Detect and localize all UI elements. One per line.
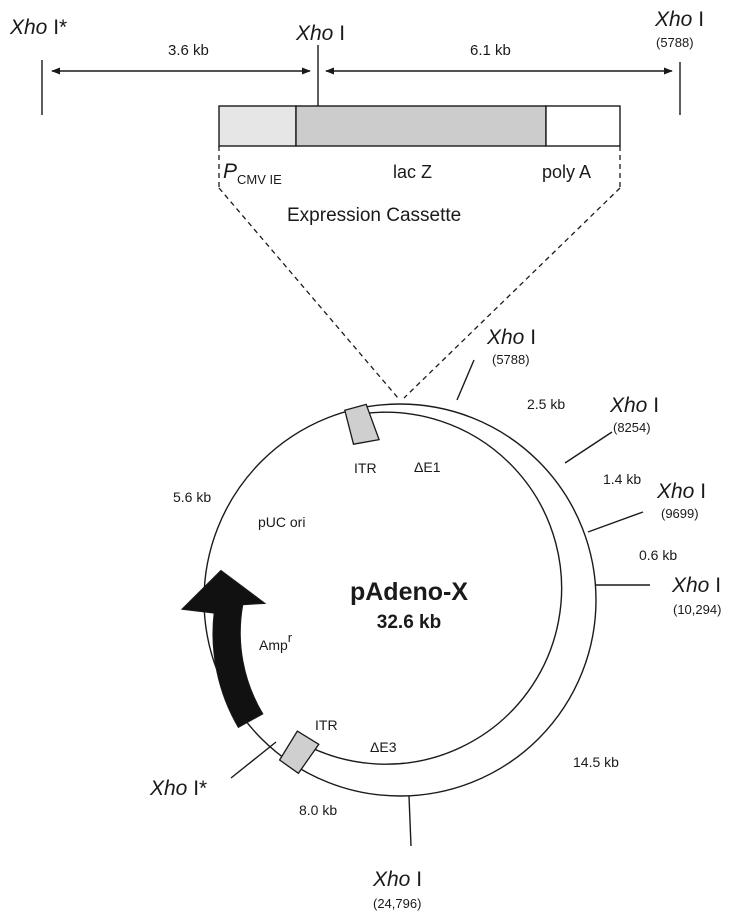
expression-cassette: 3.6 kb 6.1 kb Xho I* Xho I Xho I (5788) …: [9, 8, 704, 399]
feature-labels: ITR ΔE1 pUC ori Ampr ITR ΔE3: [258, 459, 441, 755]
promoter-label: PCMV IE: [223, 160, 282, 187]
distance-0-6: 0.6 kb: [639, 547, 677, 563]
site-label-10294: Xho I: [671, 574, 721, 597]
site-label-5788: Xho I: [486, 326, 536, 349]
cassette-site-label-left: Xho I*: [9, 16, 67, 39]
amp-resistance-arrow: [180, 569, 267, 729]
site-labels: Xho I (5788) Xho I (8254) Xho I (9699) X…: [149, 326, 721, 911]
distance-1-4: 1.4 kb: [603, 471, 641, 487]
amp-label: Ampr: [259, 630, 293, 653]
itr-top-label: ITR: [354, 460, 377, 476]
site-label-24796: Xho I: [372, 868, 422, 891]
site-position-9699: (9699): [661, 506, 699, 521]
site-label-9699: Xho I: [656, 480, 706, 503]
itr-bottom-label: ITR: [315, 717, 338, 733]
plasmid-title-group: pAdeno-X 32.6 kb: [350, 578, 468, 633]
delta-e1-label: ΔE1: [414, 459, 441, 475]
cassette-site-label-right: Xho I: [654, 8, 704, 31]
site-label-8254: Xho I: [609, 394, 659, 417]
plasmid-circle: [180, 403, 597, 797]
plasmid-size: 32.6 kb: [377, 612, 441, 633]
cassette-caption: Expression Cassette: [287, 205, 461, 226]
distance-8-0: 8.0 kb: [299, 802, 337, 818]
site-position-10294: (10,294): [673, 602, 721, 617]
site-position-8254: (8254): [613, 420, 651, 435]
itr-top-box: [344, 403, 380, 445]
site-tick-5788: [456, 359, 475, 401]
polya-label: poly A: [542, 162, 591, 182]
dashed-expansion-left: [218, 187, 399, 399]
puc-ori-label: pUC ori: [258, 514, 305, 530]
cassette-site-position-right: (5788): [656, 35, 694, 50]
site-position-5788: (5788): [492, 352, 530, 367]
cassette-site-label-mid: Xho I: [295, 22, 345, 45]
distance-2-5: 2.5 kb: [527, 396, 565, 412]
delta-e3-label: ΔE3: [370, 739, 397, 755]
adenoviral-backbone-arc: [301, 411, 563, 765]
distance-label-right: 6.1 kb: [470, 42, 511, 59]
distance-5-6: 5.6 kb: [173, 489, 211, 505]
site-tick-9699: [587, 511, 644, 533]
site-ticks: [230, 359, 650, 847]
lacz-segment: [295, 105, 547, 147]
site-label-xho-star: Xho I*: [149, 777, 207, 800]
promoter-segment: [218, 105, 297, 147]
distance-labels: 2.5 kb 1.4 kb 0.6 kb 14.5 kb 8.0 kb 5.6 …: [173, 396, 677, 818]
site-position-24796: (24,796): [373, 896, 421, 911]
site-tick-8254: [564, 431, 613, 464]
polya-segment: [545, 105, 621, 147]
distance-label-left: 3.6 kb: [168, 42, 209, 59]
itr-bottom-box: [278, 730, 320, 775]
site-tick-24796: [408, 795, 412, 847]
plasmid-name: pAdeno-X: [350, 578, 468, 606]
site-tick-xho-star: [230, 741, 277, 779]
lacz-label: lac Z: [393, 162, 432, 182]
distance-14-5: 14.5 kb: [573, 754, 619, 770]
